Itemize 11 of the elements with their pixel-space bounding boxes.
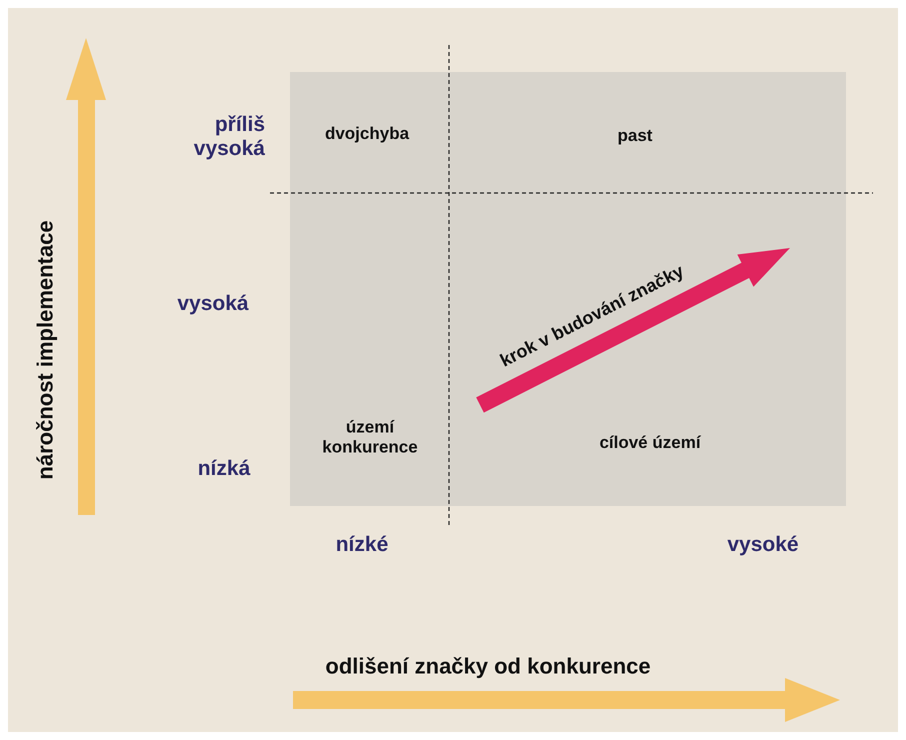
axis-level-label: nízká bbox=[198, 456, 250, 482]
axis-level-label: příliš vysoká bbox=[192, 112, 265, 162]
quadrant-label: dvojchyba bbox=[324, 124, 410, 144]
axis-title: odlišení značky od konkurence bbox=[325, 653, 651, 679]
axis-level-label: vysoká bbox=[177, 292, 249, 316]
axis-title: náročnost implementace bbox=[32, 220, 58, 480]
quadrant-label: cílové území bbox=[599, 433, 701, 453]
quadrant-label: území konkurence bbox=[321, 417, 419, 457]
axis-level-label: nízké bbox=[336, 532, 388, 558]
quadrant-label: past bbox=[618, 126, 652, 146]
axis-level-label: vysoké bbox=[727, 532, 799, 558]
